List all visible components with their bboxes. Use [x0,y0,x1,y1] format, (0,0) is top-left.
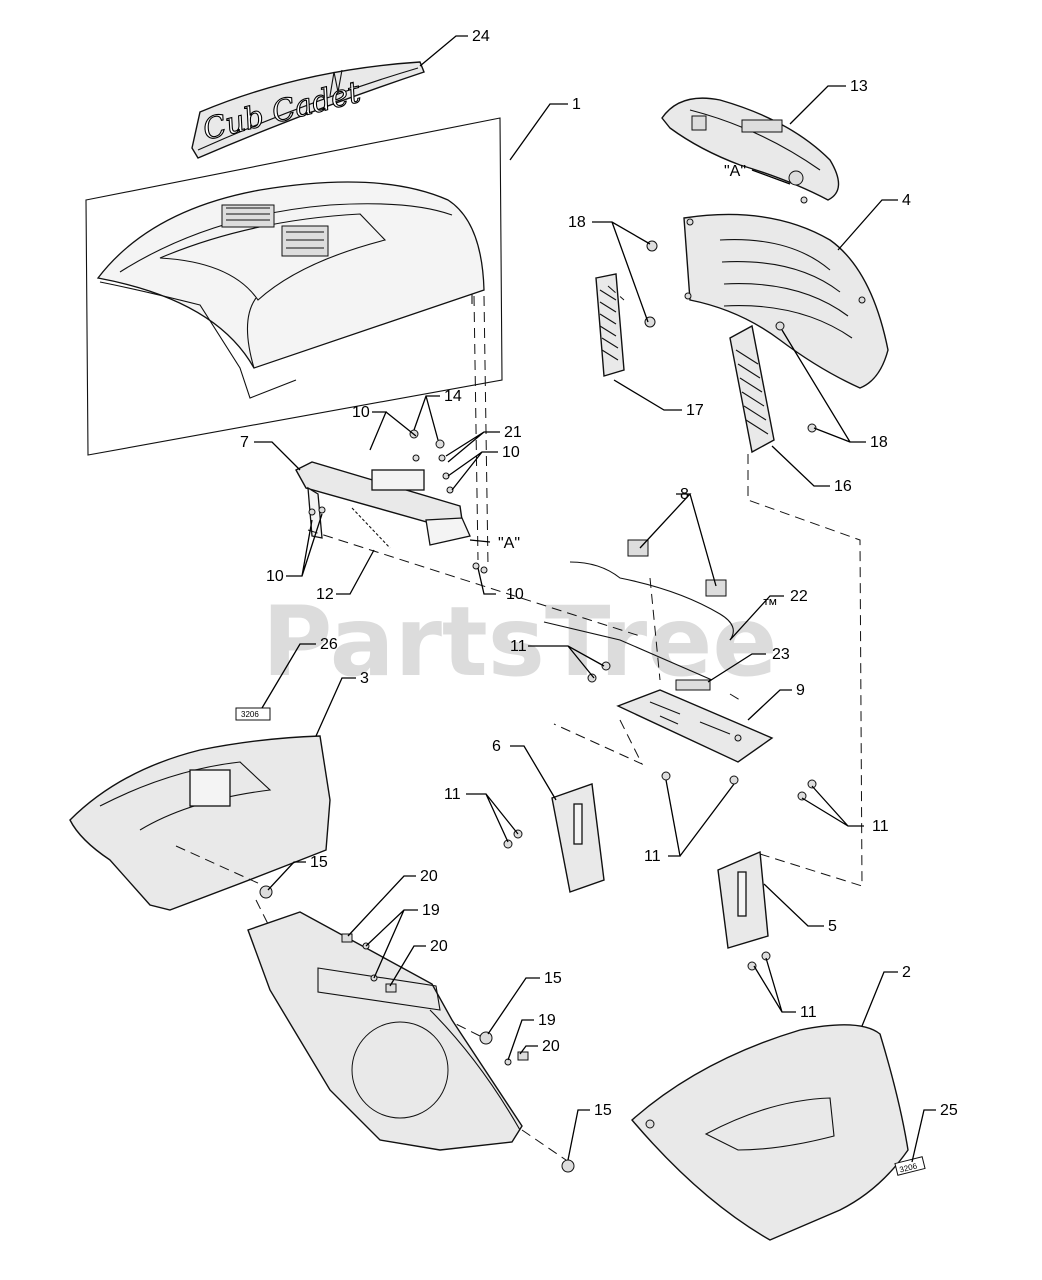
dash-panel [247,911,523,1151]
callout-11-d: 11 [644,848,661,865]
callout-10-c: 10 [266,568,284,585]
callout-10-d: 10 [506,586,524,603]
callout-1: 1 [572,96,581,113]
callout-21: 21 [504,424,522,441]
watermark-tm: ™ [762,597,778,614]
part-9-plate [616,689,774,763]
decal-26-text: 3206 [241,710,259,719]
callout-labels: 24 1 13 "A" 4 18 17 18 16 10 14 21 10 7 … [240,28,958,1119]
decal-25-text: 3206 [899,1161,919,1174]
leader-lines [254,35,936,1163]
callout-14: 14 [444,388,462,405]
part-2-right-panel [631,1024,909,1241]
callout-24: 24 [472,28,490,45]
callout-5: 5 [828,918,837,935]
assembly-lines [175,285,863,1161]
callout-18-lower: 18 [870,434,888,451]
callout-2: 2 [902,964,911,981]
callout-16: 16 [834,478,852,495]
part-5-bracket [717,850,769,949]
callout-26: 26 [320,636,338,653]
callout-20-a: 20 [420,868,438,885]
callout-9: 9 [796,682,805,699]
callout-15-b: 15 [544,970,562,987]
callout-13: 13 [850,78,868,95]
callout-6: 6 [492,738,501,755]
callout-7: 7 [240,434,249,451]
callout-20-b: 20 [430,938,448,955]
part-4-grille [683,213,889,389]
part-1-hood [85,117,503,456]
part-3-left-panel [69,735,331,911]
callout-4: 4 [902,192,911,209]
callout-10-b: 10 [502,444,520,461]
callout-8: 8 [680,486,689,503]
part-17-bracket [595,273,625,377]
parts-15-19-20-small [259,885,575,1173]
part-22-rod [543,561,734,681]
callout-22: 22 [790,588,808,605]
part-6-bracket [551,783,605,893]
callout-19-a: 19 [422,902,440,919]
watermark: PartsTree [262,586,777,698]
callout-a-top: "A" [724,163,746,180]
callout-19-b: 19 [538,1012,556,1029]
callout-15-c: 15 [594,1102,612,1119]
callout-15-a: 15 [310,854,328,871]
callout-a-mid: "A" [498,535,520,552]
callout-20-c: 20 [542,1038,560,1055]
part-8-clips [627,539,727,597]
callout-3: 3 [360,670,369,687]
callout-11-a: 11 [510,638,527,655]
part-16-bracket [729,324,775,454]
callout-11-b: 11 [444,786,461,803]
callout-23: 23 [772,646,790,663]
part-13-grille-top [661,97,840,204]
part-25-decal: 3206 [894,1156,926,1176]
callout-11-c: 11 [872,818,889,835]
part-26-decal: 3206 [235,707,271,721]
part-7-hinge-bracket [295,461,471,546]
callout-10-a: 10 [352,404,370,421]
part-23-pin [675,679,711,691]
callout-17: 17 [686,402,704,419]
callout-18-upper: 18 [568,214,586,231]
callout-11-e: 11 [800,1004,817,1021]
part-24-emblem: Cub Cadet [191,61,425,159]
callout-25: 25 [940,1102,958,1119]
callout-12: 12 [316,586,334,603]
part-12-spring [351,507,391,549]
